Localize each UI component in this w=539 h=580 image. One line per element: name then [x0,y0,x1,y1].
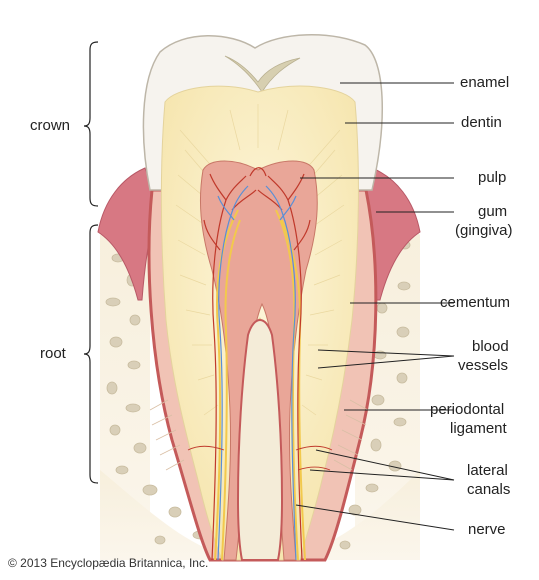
label-gum: gum [478,203,508,220]
label-vessels: vessels [458,357,509,374]
label-crown: crown [30,117,71,134]
label-pulp: pulp [478,169,507,186]
root-bracket [83,224,99,484]
label-lateral: lateral [467,462,508,479]
interradicular-bone [236,319,284,561]
lateral-canals [187,445,333,471]
label-cementum: cementum [440,294,511,311]
label-canals: canals [467,481,511,498]
label-nerve: nerve [468,521,506,538]
label-blood: blood [472,338,509,355]
label-gingiva: (gingiva) [455,222,513,239]
blood-vessels-red [203,167,311,561]
blood-vessels-blue [217,185,297,561]
enamel-fissure [224,55,301,93]
label-periodontal: periodontal [430,401,505,418]
label-root: root [40,345,66,362]
periodontal-fibers [149,399,369,471]
copyright-credit: © 2013 Encyclopædia Britannica, Inc. [8,556,209,570]
label-ligament: ligament [450,420,507,437]
label-dentin: dentin [461,114,502,131]
leader-lines [295,82,455,531]
bone-bottom [100,470,420,560]
label-enamel: enamel [460,74,510,91]
crown-bracket [83,41,99,207]
